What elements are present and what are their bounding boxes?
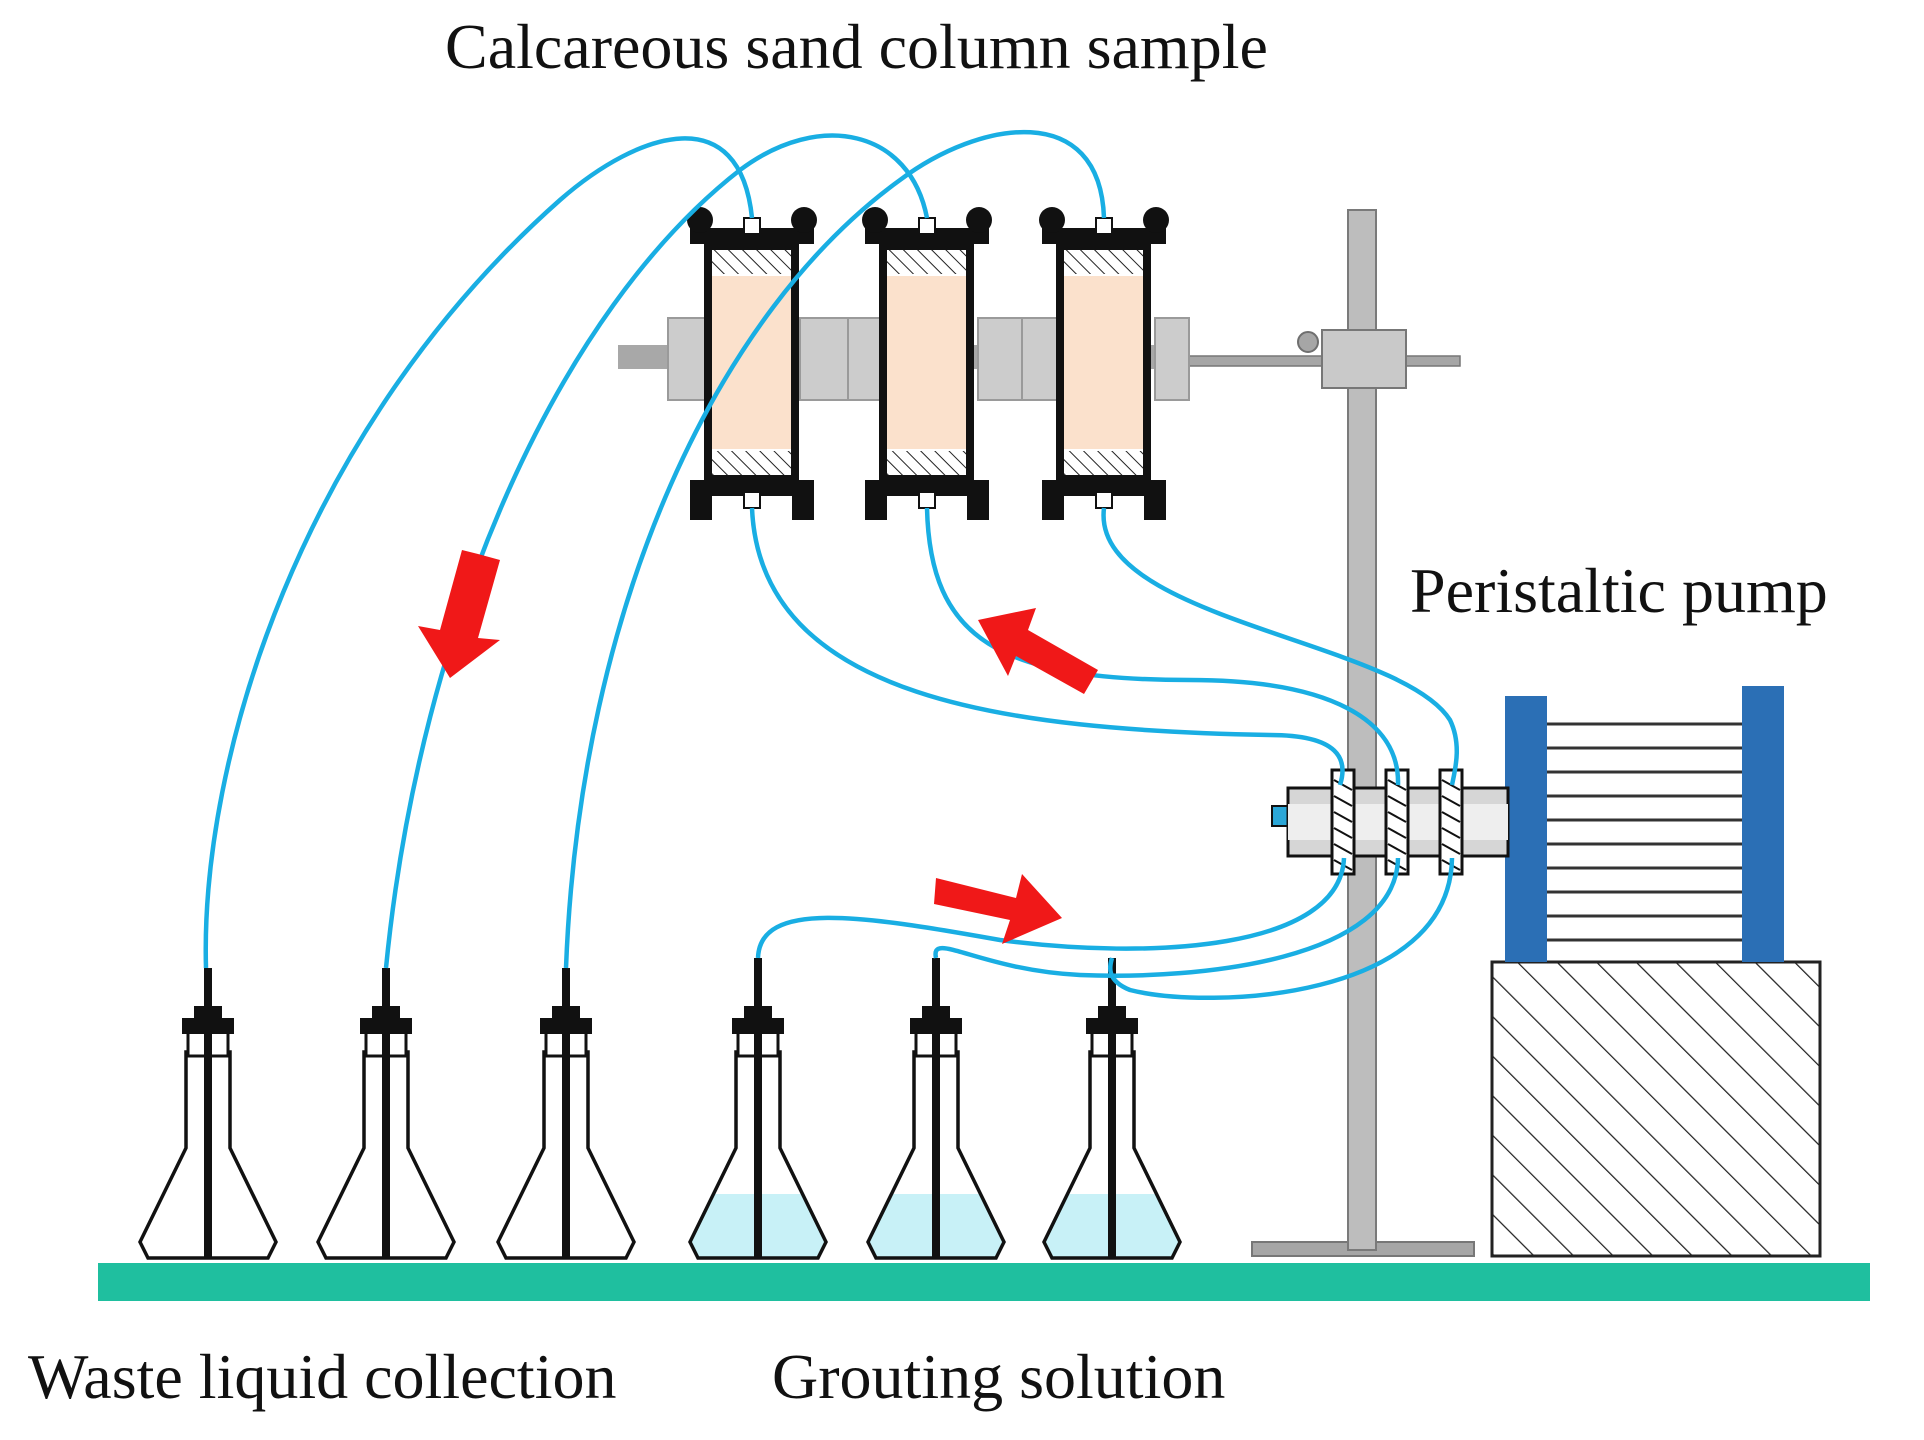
waste-label: Waste liquid collection xyxy=(28,1341,616,1412)
erlenmeyer-flask-icon xyxy=(688,958,828,1260)
erlenmeyer-flask-icon xyxy=(1042,958,1182,1260)
grouting-label: Grouting solution xyxy=(772,1341,1225,1412)
flow-arrow-icon xyxy=(934,874,1062,944)
tubing xyxy=(203,129,1460,1001)
pump-label: Peristaltic pump xyxy=(1410,555,1828,626)
peristaltic-pump-icon xyxy=(1271,686,1822,1258)
column-sample-label: Calcareous sand column sample xyxy=(445,11,1268,82)
erlenmeyer-flask-icon xyxy=(316,968,456,1260)
erlenmeyer-flask-icon xyxy=(496,968,636,1260)
erlenmeyer-flask-icon xyxy=(866,958,1006,1260)
retort-stand-icon xyxy=(1179,209,1475,1257)
flow-arrow-icon xyxy=(978,608,1098,694)
sand-column-2 xyxy=(862,207,992,520)
sand-column-3 xyxy=(1039,207,1169,520)
flow-arrow-icon xyxy=(418,550,500,678)
sand-column-1 xyxy=(687,207,817,520)
erlenmeyer-flask-icon xyxy=(138,968,278,1260)
bench-base xyxy=(98,1263,1870,1301)
